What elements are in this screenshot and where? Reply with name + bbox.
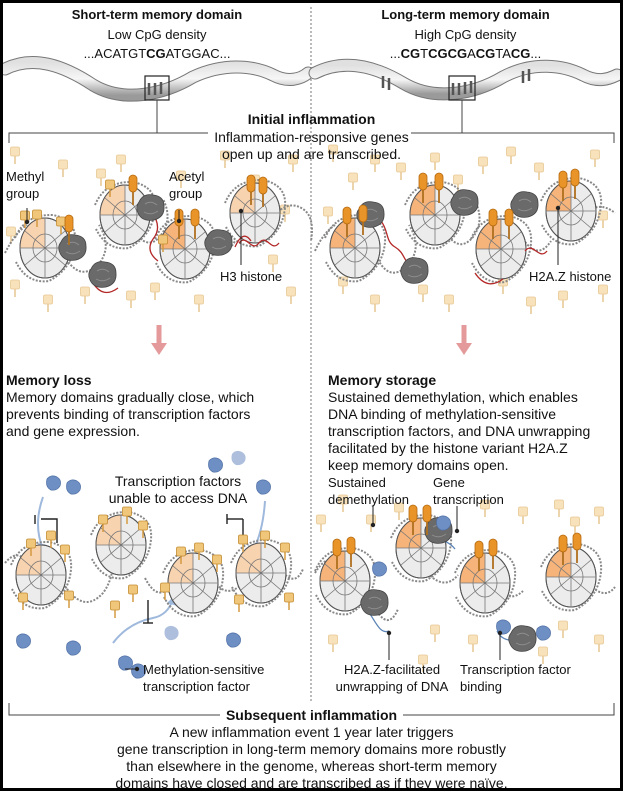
tf-unable-label-2: unable to access DNA xyxy=(108,490,248,506)
long-term-sequence-segment: A xyxy=(467,46,476,61)
long-term-sequence-segment: CG xyxy=(400,46,421,61)
memory-loss-line-1: Memory domains gradually close, which xyxy=(6,389,255,405)
initial-inflammation-line-2: open up and are transcribed. xyxy=(221,146,401,162)
subsequent-line-4: domains have closed and are transcribed … xyxy=(115,775,508,788)
long-term-sequence: ...CGTCGCGACGTACG... xyxy=(311,46,620,62)
memory-storage-line-5: keep memory domains open. xyxy=(328,457,509,473)
tf-binding-label-2: binding xyxy=(460,679,502,694)
unwrapping-label-2: unwrapping of DNA xyxy=(335,679,449,694)
long-term-sequence-segment: ... xyxy=(530,46,542,61)
methyl-label-1: Methyl xyxy=(6,169,45,184)
methylation-tf-label-1: Methylation-sensitive xyxy=(143,662,265,677)
memory-loss-title: Memory loss xyxy=(6,372,92,388)
unwrapping-label-1: H2A.Z-facilitated xyxy=(343,662,441,677)
methyl-label-2: group xyxy=(6,186,40,201)
long-term-sequence-segment: CGCG xyxy=(428,46,468,61)
memory-loss-line-2: prevents binding of transcription factor… xyxy=(6,406,251,422)
short-term-density: Low CpG density xyxy=(107,27,207,42)
memory-storage-line-3: transcription factors, and DNA unwrappin… xyxy=(328,423,591,439)
gene-transcription-label-1: Gene xyxy=(433,475,465,490)
long-term-density: High CpG density xyxy=(414,27,517,42)
memory-storage-line-2: DNA binding of methylation-sensitive xyxy=(328,406,557,422)
long-term-sequence-segment: T xyxy=(420,46,429,61)
figure-canvas: Short-term memory domain Low CpG density… xyxy=(3,3,620,788)
gene-transcription-label-2: transcription xyxy=(433,492,504,507)
diagram-artwork xyxy=(3,7,620,716)
long-term-sequence-segment: ... xyxy=(389,46,401,61)
initial-inflammation-line-1: Inflammation-responsive genes xyxy=(214,129,409,145)
h3-histone-label: H3 histone xyxy=(220,269,283,284)
short-term-sequence-segment: ATGGAC... xyxy=(165,46,231,61)
subsequent-line-1: A new inflammation event 1 year later tr… xyxy=(169,724,454,740)
subsequent-line-3: than elsewhere in the genome, whereas sh… xyxy=(126,758,497,774)
initial-inflammation-title: Initial inflammation xyxy=(247,111,376,127)
long-term-sequence-segment: CG xyxy=(510,46,531,61)
short-term-sequence-segment: ...ACATGT xyxy=(83,46,147,61)
short-term-title: Short-term memory domain xyxy=(71,7,243,22)
long-term-sequence-segment: CG xyxy=(475,46,496,61)
memory-storage-title: Memory storage xyxy=(328,372,437,388)
memory-storage-line-4: facilitated by the histone variant H2A.Z xyxy=(328,440,568,456)
acetyl-label-1: Acetyl xyxy=(169,169,205,184)
memory-loss-line-3: and gene expression. xyxy=(6,423,140,439)
sustained-demethylation-label-1: Sustained xyxy=(328,475,386,490)
subsequent-line-2: gene transcription in long-term memory d… xyxy=(116,741,507,757)
h2az-histone-label: H2A.Z histone xyxy=(529,269,612,284)
tf-unable-label-1: Transcription factors xyxy=(114,473,242,489)
methylation-tf-label-2: transcription factor xyxy=(143,679,250,694)
tf-binding-label-1: Transcription factor xyxy=(460,662,571,677)
acetyl-label-2: group xyxy=(169,186,203,201)
long-term-title: Long-term memory domain xyxy=(381,7,550,22)
sustained-demethylation-label-2: demethylation xyxy=(328,492,409,507)
memory-storage-line-1: Sustained demethylation, which enables xyxy=(328,389,578,405)
long-term-sequence-segment: TA xyxy=(495,46,511,61)
short-term-sequence-segment: CG xyxy=(146,46,166,61)
short-term-sequence: ...ACATGTCGATGGAC... xyxy=(3,46,311,62)
subsequent-inflammation-title-text: Subsequent inflammation xyxy=(219,707,404,723)
subsequent-inflammation-title: Subsequent inflammation xyxy=(3,707,620,724)
